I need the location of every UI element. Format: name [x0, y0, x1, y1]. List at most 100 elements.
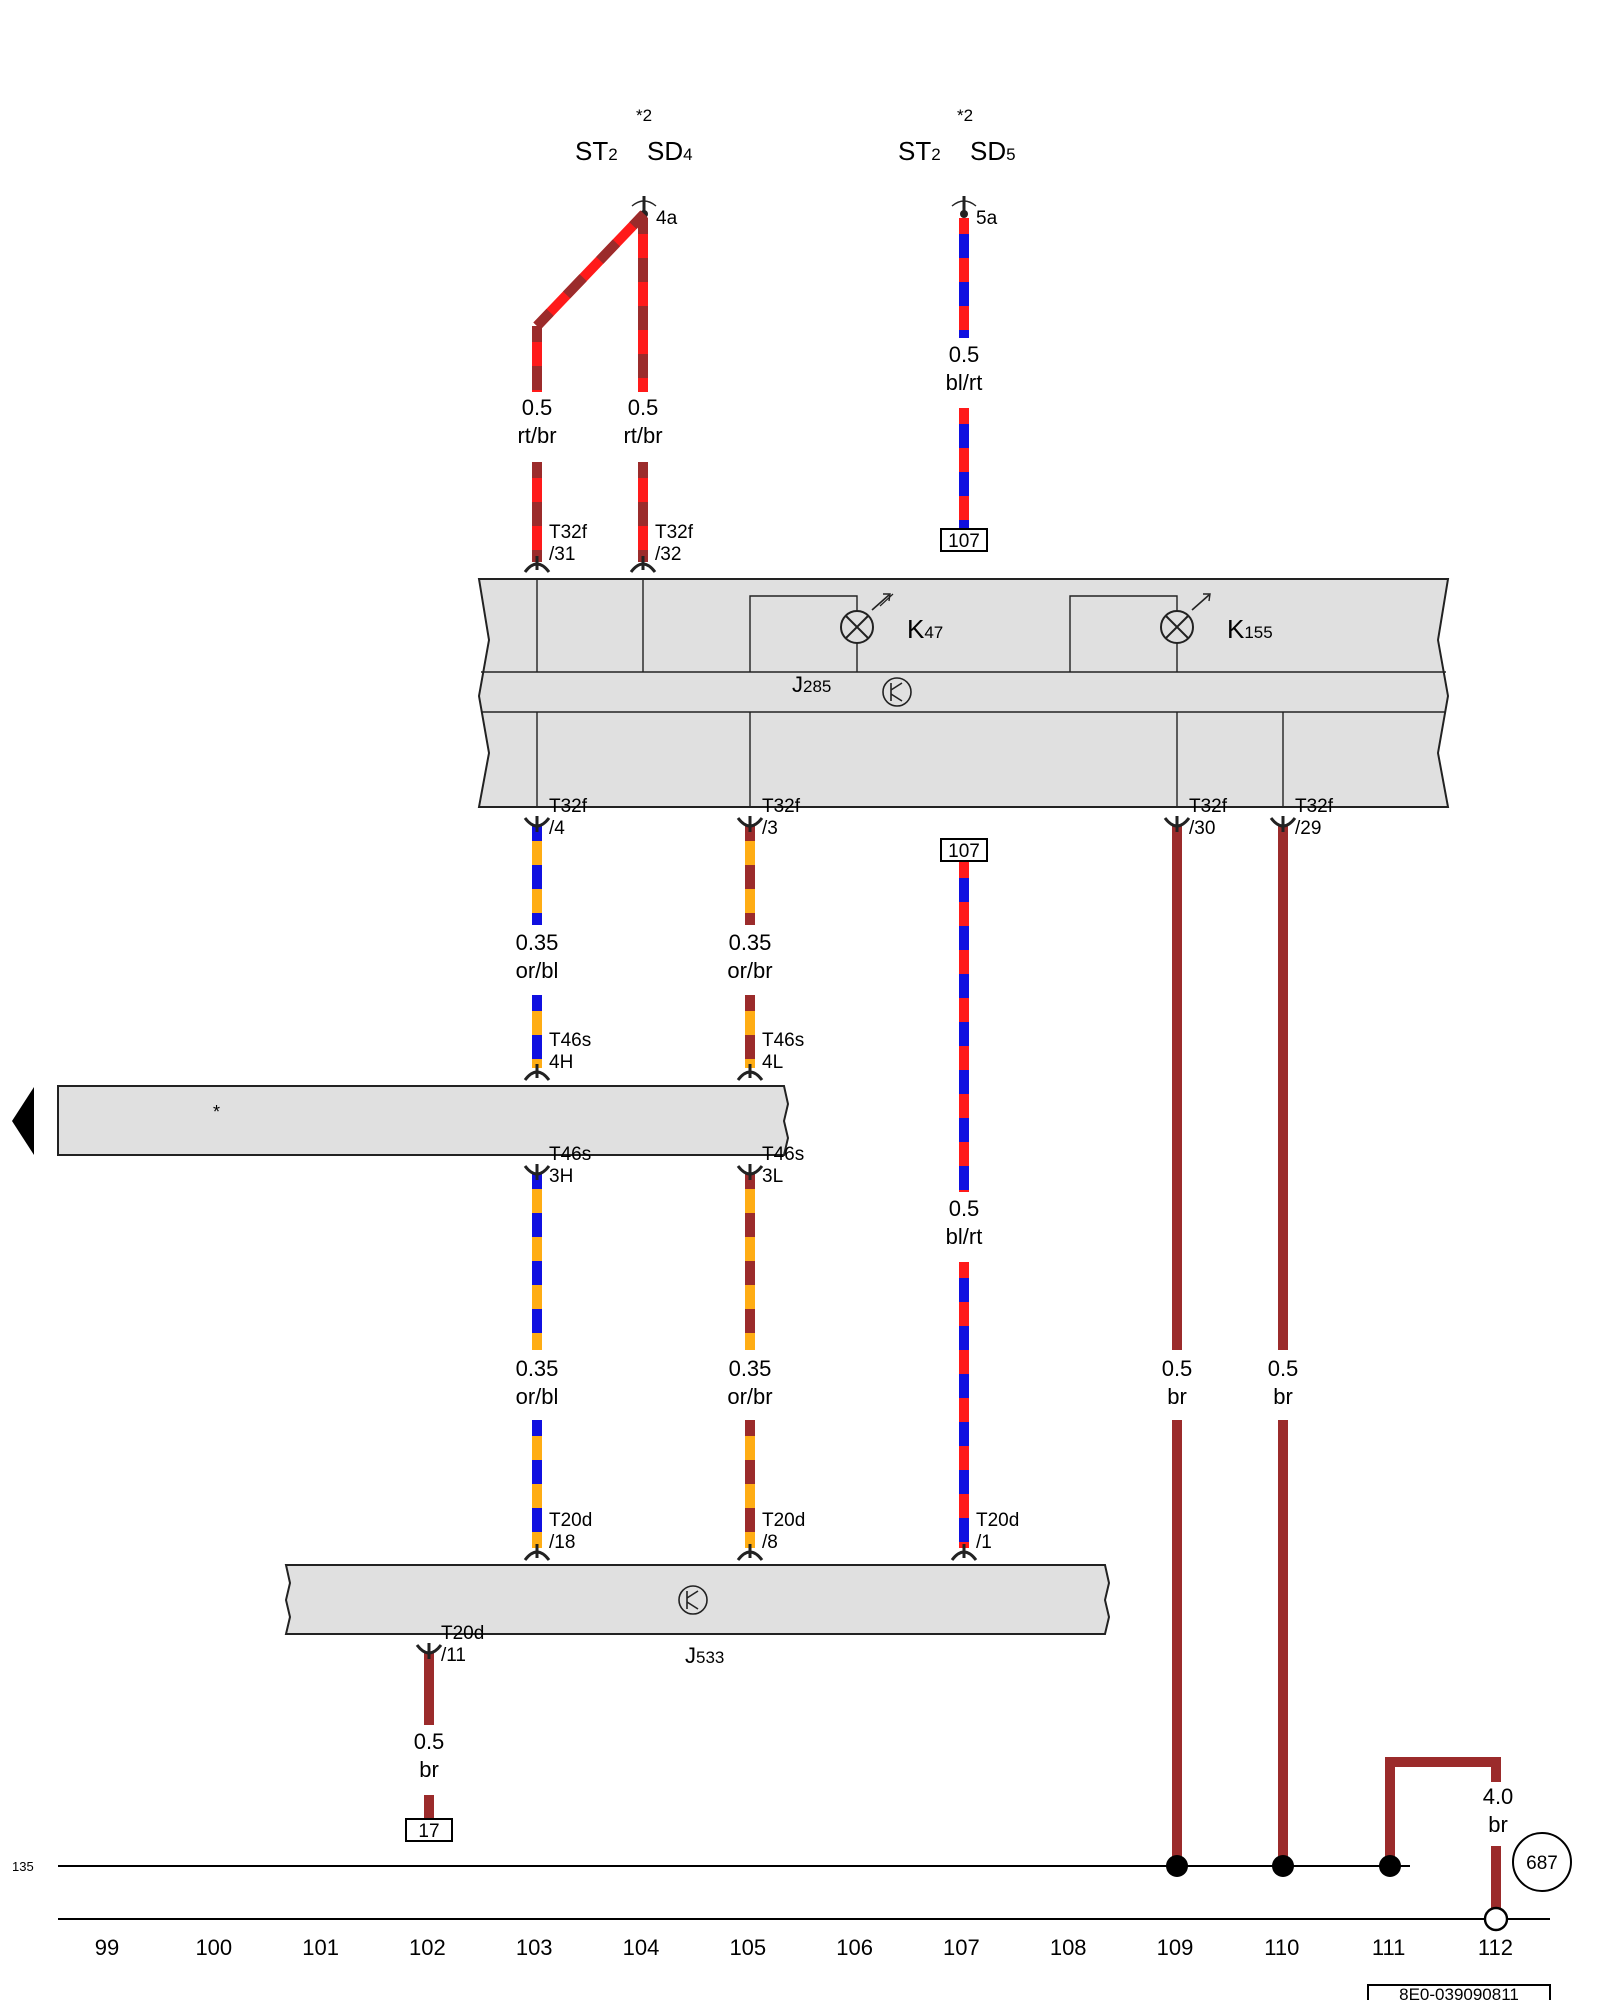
wire-layer: 0.5 rt/br 0.5 rt/br 0.5 bl/rt 0.35 or/bl 0.35 or/… — [414, 210, 1514, 1908]
ground-splice-111 — [1379, 1855, 1401, 1877]
sd4-label: SD4 — [647, 136, 693, 166]
wire-label-3l-size: 0.35 — [729, 1356, 772, 1381]
wire-br-4-0 — [1385, 1757, 1501, 1908]
connector-t20d-8-label-a: T20d — [762, 1510, 805, 1531]
wire-label-30-color: br — [1167, 1384, 1187, 1409]
star-note-right: *2 — [957, 106, 973, 125]
connector-t32f-30-label-a: T32f — [1189, 796, 1228, 817]
connector-t46s-3l-label-b: 3L — [762, 1166, 783, 1187]
ref-box-17[interactable]: 17 — [405, 1818, 453, 1842]
wire-label-11-color: br — [419, 1757, 439, 1782]
connector-t32f-30: T32f/30 — [1163, 796, 1228, 839]
column-number: 99 — [95, 1935, 119, 1960]
star-note-left: *2 — [636, 106, 652, 125]
wire-rt-br-a-diag — [533, 210, 648, 330]
column-number: 102 — [409, 1935, 446, 1960]
connector-t46s-3h-label-a: T46s — [549, 1144, 591, 1165]
footer-code-box: 8E0-039090811 — [1367, 1984, 1551, 2000]
wire-label-4-size: 0.35 — [516, 930, 559, 955]
transistor-icon-j533 — [678, 1585, 708, 1615]
sd5-label: SD5 — [970, 136, 1016, 166]
connector-t32f-3-label-a: T32f — [762, 796, 801, 817]
connector-t32f-29-label-b: /29 — [1295, 818, 1321, 839]
wire-label-107-size: 0.5 — [949, 1196, 980, 1221]
wire-label-5a-size: 0.5 — [949, 342, 980, 367]
connector-t32f-29: T32f/29 — [1269, 796, 1334, 839]
connector-t20d-8: T20d/8 — [736, 1510, 805, 1561]
wire-label-5a-color: bl/rt — [946, 370, 983, 395]
connector-t46s-3h-label-b: 3H — [549, 1166, 573, 1187]
ref-box-107-mid[interactable]: 107 — [940, 838, 988, 862]
column-number: 110 — [1264, 1935, 1299, 1960]
connector-layer: T32f/31T32f/32T32f/4T32f/3T32f/30T32f/29… — [415, 522, 1334, 1666]
k155-lamp-icon — [1160, 593, 1211, 644]
svg-text:107: 107 — [948, 531, 980, 552]
j533-label: J533 — [685, 1643, 724, 1668]
column-number: 108 — [1050, 1935, 1087, 1960]
connector-t32f-4: T32f/4 — [523, 796, 588, 839]
plug-5a — [951, 196, 977, 218]
ref-box-107-top[interactable]: 107 — [940, 528, 988, 552]
connector-t46s-3l-label-a: T46s — [762, 1144, 804, 1165]
wire-label-3l-color: or/br — [727, 1384, 772, 1409]
connector-t32f-31-label-a: T32f — [549, 522, 588, 543]
ground-splice-110 — [1272, 1855, 1294, 1877]
ref-circle-687[interactable]: 687 — [1512, 1832, 1572, 1892]
connector-t20d-1-label-b: /1 — [976, 1532, 992, 1553]
column-number: 104 — [623, 1935, 660, 1960]
transistor-icon-j285 — [882, 677, 912, 707]
connector-t32f-29-label-a: T32f — [1295, 796, 1334, 817]
j285-frame — [477, 578, 1450, 808]
wire-label-32-color: rt/br — [623, 423, 662, 448]
svg-text:8E0-039090811: 8E0-039090811 — [1399, 1985, 1519, 2000]
connector-t32f-31: T32f/31 — [523, 522, 588, 573]
wire-label-4-color: or/bl — [516, 958, 559, 983]
svg-text:687: 687 — [1526, 1853, 1558, 1874]
column-number: 107 — [943, 1935, 980, 1960]
connector-t20d-18-label-a: T20d — [549, 1510, 592, 1531]
k47-lamp-icon — [840, 593, 894, 644]
connector-t20d-11-label-b: /11 — [441, 1645, 466, 1666]
svg-text:107: 107 — [948, 841, 980, 862]
wire-label-3h-size: 0.35 — [516, 1356, 559, 1381]
connector-t32f-3-label-b: /3 — [762, 818, 778, 839]
column-number: 100 — [195, 1935, 232, 1960]
connector-t32f-32-label-b: /32 — [655, 544, 681, 565]
connector-t46s-4h-label-b: 4H — [549, 1052, 573, 1073]
connector-t46s-4h-label-a: T46s — [549, 1030, 591, 1051]
connector-t20d-11-label-a: T20d — [441, 1623, 484, 1644]
connector-t46s-4l-label-a: T46s — [762, 1030, 804, 1051]
connector-t32f-32: T32f/32 — [629, 522, 694, 573]
column-number: 111 — [1372, 1935, 1405, 1960]
connector-t20d-18-label-b: /18 — [549, 1532, 575, 1553]
column-number: 109 — [1157, 1935, 1194, 1960]
connector-t20d-1-label-a: T20d — [976, 1510, 1019, 1531]
column-number: 101 — [302, 1935, 339, 1960]
wire-label-29-size: 0.5 — [1268, 1356, 1299, 1381]
connector-t32f-30-label-b: /30 — [1189, 818, 1215, 839]
bus-star-label: * — [213, 1102, 220, 1122]
wire-label-4-0-color: br — [1488, 1812, 1508, 1837]
wire-label-30-size: 0.5 — [1162, 1356, 1193, 1381]
j285-label: J285 — [792, 672, 831, 697]
wire-label-31-color: rt/br — [517, 423, 556, 448]
j533-frame — [284, 1564, 1111, 1635]
bus-frame — [57, 1085, 790, 1156]
wire-label-3h-color: or/bl — [516, 1384, 559, 1409]
svg-text:17: 17 — [418, 1821, 439, 1842]
pin-4a-label: 4a — [656, 208, 678, 229]
wire-label-4-0-size: 4.0 — [1483, 1784, 1514, 1809]
k47-label: K47 — [907, 614, 943, 644]
wire-label-3-color: or/br — [727, 958, 772, 983]
st2-right-label: ST2 — [898, 136, 941, 166]
column-number: 112 — [1478, 1935, 1513, 1960]
column-number: 103 — [516, 1935, 553, 1960]
pin-5a-label: 5a — [976, 208, 998, 229]
wire-label-32-size: 0.5 — [628, 395, 659, 420]
connector-t32f-3: T32f/3 — [736, 796, 801, 839]
